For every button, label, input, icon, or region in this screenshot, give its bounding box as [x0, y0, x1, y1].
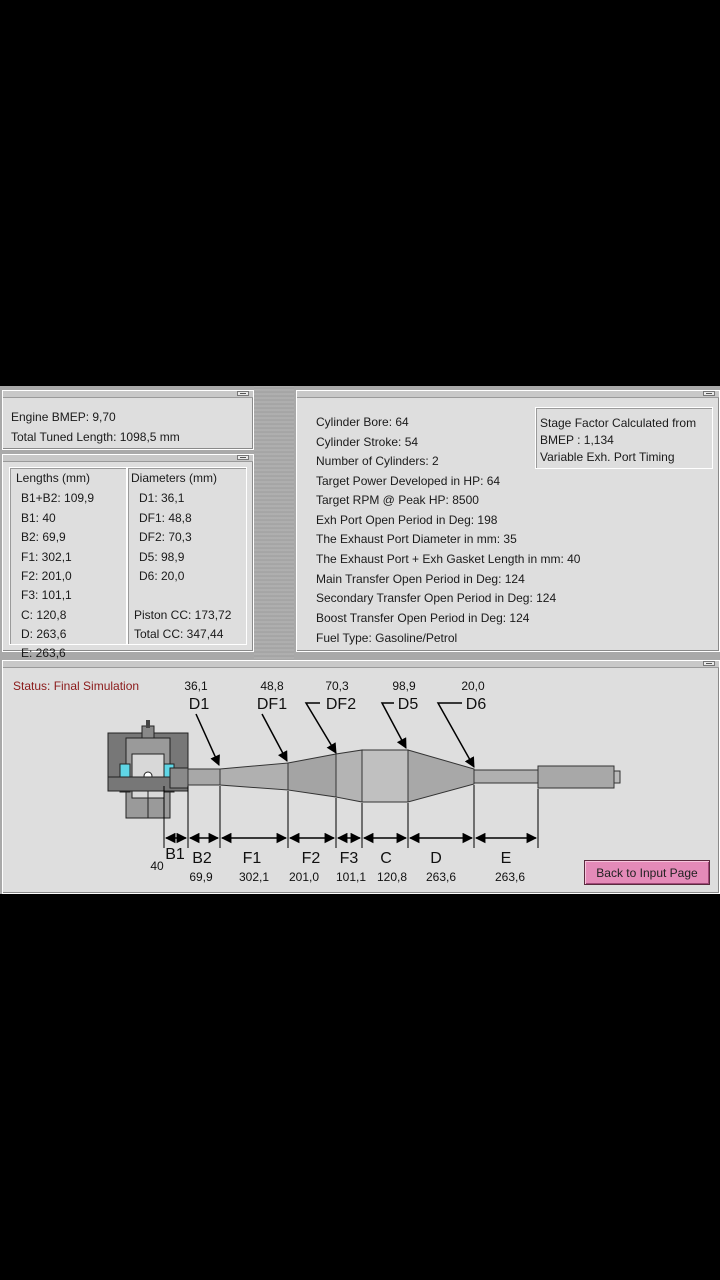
- diameters-box: Diameters (mm) D1: 36,1 DF1: 48,8 DF2: 7…: [127, 467, 247, 645]
- spec-line: Cylinder Stroke: 54: [316, 435, 419, 449]
- engine-cylinder-icon: [107, 720, 189, 819]
- minimize-icon[interactable]: [237, 455, 249, 460]
- diameter-item: DF2: 70,3: [139, 530, 192, 544]
- diameters-header: Diameters (mm): [131, 471, 217, 485]
- summary-panel: Engine BMEP: 9,70 Total Tuned Length: 10…: [2, 390, 254, 450]
- section-label: F1: [243, 850, 262, 867]
- diameter-label: DF2: [326, 696, 356, 713]
- length-item: B1+B2: 109,9: [21, 491, 95, 505]
- length-item: F3: 101,1: [21, 588, 72, 602]
- lengths-header: Lengths (mm): [16, 471, 91, 485]
- engine-bmep: Engine BMEP: 9,70: [11, 410, 116, 424]
- diameter-label: D5: [398, 696, 419, 713]
- section-value: 101,1: [336, 870, 366, 884]
- expansion-chamber-diagram: 36,1 D1 48,8 DF1 70,3 DF2 98,9 D5 20,0 D…: [107, 679, 621, 884]
- length-item: E: 263,6: [21, 646, 66, 660]
- length-item: D: 263,6: [21, 627, 67, 641]
- spec-line: Secondary Transfer Open Period in Deg: 1…: [316, 591, 557, 605]
- diameter-item: D5: 98,9: [139, 550, 185, 564]
- section-value: 120,8: [377, 870, 407, 884]
- panel-titlebar: [3, 455, 253, 462]
- stage-line: Variable Exh. Port Timing: [540, 450, 675, 464]
- panel-titlebar: [3, 661, 719, 668]
- section-value: 69,9: [189, 870, 213, 884]
- stage-factor-box: Stage Factor Calculated from BMEP : 1,13…: [535, 407, 713, 469]
- length-item: B2: 69,9: [21, 530, 66, 544]
- section-value: 201,0: [289, 870, 319, 884]
- diameter-label: DF1: [257, 696, 287, 713]
- section-label: C: [380, 850, 392, 867]
- specs-panel: Cylinder Bore: 64 Cylinder Stroke: 54 Nu…: [296, 390, 720, 652]
- spec-line: The Exhaust Port + Exh Gasket Length in …: [316, 552, 581, 566]
- diameter-value: 36,1: [184, 679, 208, 693]
- dimensions-panel: Lengths (mm) B1+B2: 109,9 B1: 40 B2: 69,…: [2, 454, 254, 660]
- diameter-value: 70,3: [325, 679, 349, 693]
- section-value: 263,6: [426, 870, 456, 884]
- piston-cc: Piston CC: 173,72: [134, 608, 232, 622]
- stage-line: Stage Factor Calculated from: [540, 416, 697, 430]
- diameter-value: 98,9: [392, 679, 416, 693]
- section-value: 302,1: [239, 870, 269, 884]
- length-item: F2: 201,0: [21, 569, 72, 583]
- diameter-label: D6: [466, 696, 487, 713]
- section-label: B2: [192, 850, 212, 867]
- diameter-value: 20,0: [461, 679, 485, 693]
- spec-line: Main Transfer Open Period in Deg: 124: [316, 572, 525, 586]
- back-to-input-button[interactable]: Back to Input Page: [584, 860, 710, 885]
- spec-line: Boost Transfer Open Period in Deg: 124: [316, 611, 530, 625]
- spec-line: Exh Port Open Period in Deg: 198: [316, 513, 498, 527]
- total-tuned-length: Total Tuned Length: 1098,5 mm: [11, 430, 180, 444]
- simulation-screen: Engine BMEP: 9,70 Total Tuned Length: 10…: [0, 386, 720, 894]
- stage-line: BMEP : 1,134: [540, 433, 614, 447]
- diameter-item: DF1: 48,8: [139, 511, 192, 525]
- section-label: B1: [165, 846, 185, 863]
- section-label: E: [501, 850, 512, 867]
- exhaust-pipe: [187, 749, 621, 803]
- section-label: F3: [340, 850, 359, 867]
- minimize-icon[interactable]: [237, 391, 249, 396]
- length-item: B1: 40: [21, 511, 56, 525]
- background-texture: [254, 386, 294, 660]
- section-label: F2: [302, 850, 321, 867]
- minimize-icon[interactable]: [703, 661, 715, 666]
- spec-line: Target Power Developed in HP: 64: [316, 474, 501, 488]
- status-text: Status: Final Simulation: [13, 679, 140, 693]
- diameter-item: D1: 36,1: [139, 491, 185, 505]
- spec-line: Cylinder Bore: 64: [316, 415, 409, 429]
- spec-line: Fuel Type: Gasoline/Petrol: [316, 631, 458, 645]
- section-value: 263,6: [495, 870, 525, 884]
- spec-line: The Exhaust Port Diameter in mm: 35: [316, 532, 517, 546]
- section-label: D: [430, 850, 442, 867]
- minimize-icon[interactable]: [703, 391, 715, 396]
- panel-titlebar: [297, 391, 719, 398]
- section-value: 40: [150, 859, 164, 873]
- diameter-item: D6: 20,0: [139, 569, 185, 583]
- total-cc: Total CC: 347,44: [134, 627, 224, 641]
- diameter-value: 48,8: [260, 679, 284, 693]
- spec-line: Target RPM @ Peak HP: 8500: [316, 493, 479, 507]
- dimension-extension-lines: [163, 785, 539, 848]
- diameter-label: D1: [189, 696, 210, 713]
- length-item: C: 120,8: [21, 608, 67, 622]
- length-item: F1: 302,1: [21, 550, 72, 564]
- lengths-box: Lengths (mm) B1+B2: 109,9 B1: 40 B2: 69,…: [9, 467, 127, 660]
- panel-titlebar: [3, 391, 253, 398]
- spec-line: Number of Cylinders: 2: [316, 454, 439, 468]
